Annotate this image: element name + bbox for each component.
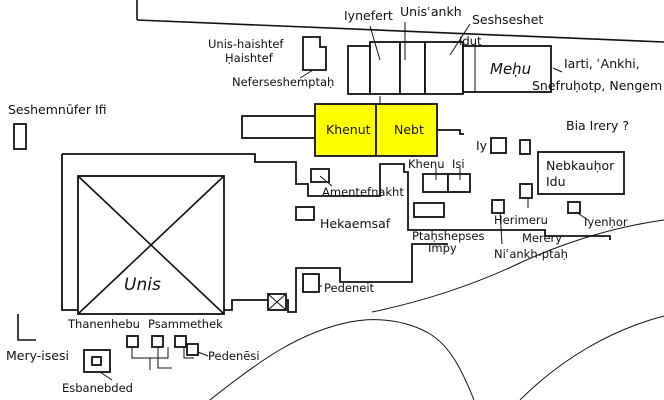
label-nisankhptah: Niʿankh-ptaḥ xyxy=(494,247,568,261)
tomb-iy-b xyxy=(519,139,531,155)
label-pedeneit: Pedeneit xyxy=(324,281,375,295)
label-bia-irery: Bia Irery ? xyxy=(566,118,629,133)
terrain-line-south xyxy=(209,319,475,400)
label-seshemnufer: Seshemnūfer Ifi xyxy=(8,102,107,117)
leader-pedenesi xyxy=(197,351,209,357)
terrain-line-east xyxy=(371,219,664,313)
tomb-esbanebded-inner xyxy=(91,356,102,366)
label-herimeru: Herimeru xyxy=(494,213,548,227)
causeway-khenut xyxy=(241,115,317,139)
tomb-amentefnakht xyxy=(310,168,330,183)
label-iyenhor: Iyenḥor xyxy=(584,215,628,229)
label-amentefnakht: Amentefnakht xyxy=(322,185,404,199)
tomb-nebt xyxy=(375,103,438,157)
label-psammethek: Psammethek xyxy=(148,317,223,331)
terrain-line-southeast xyxy=(519,315,664,400)
leader-iyenhor xyxy=(575,211,589,221)
leader-esbanebded xyxy=(99,371,113,381)
tomb-mehu xyxy=(462,45,552,93)
label-idut: Idut xyxy=(459,34,482,48)
tomb-hekaemsaf xyxy=(295,206,315,221)
top-causeway-line-long xyxy=(136,19,664,43)
label-mery-isesi: Mery-isesi xyxy=(6,348,69,363)
label-ptahshepses: Ptaḥshepses xyxy=(412,229,485,243)
causeway-east-top xyxy=(437,129,464,135)
tomb-isi xyxy=(447,173,471,193)
label-iynefert: Iynefert xyxy=(344,8,393,23)
pyramid-enclosure-wall xyxy=(62,153,611,240)
label-haishtef: Ḥaishtef xyxy=(225,51,274,65)
label-merery: Merery xyxy=(522,231,562,245)
label-mehu: Meḥu xyxy=(490,60,531,78)
label-unis-haishtef: Unis-haishtef xyxy=(208,37,284,51)
label-iy: Iy xyxy=(476,138,488,153)
enclosure-west-south xyxy=(61,154,448,313)
leader-mehu-family xyxy=(552,67,563,73)
tomb-seshemnufer xyxy=(13,123,27,150)
label-idu: Idu xyxy=(546,174,566,189)
tomb-khenut xyxy=(314,103,377,157)
label-khenut: Khenut xyxy=(326,122,371,137)
pyramid-unis xyxy=(77,175,225,315)
tomb-iyenhor xyxy=(567,201,581,214)
label-hekaemsaf: Hekaemsaf xyxy=(320,216,391,231)
label-unis: Unis xyxy=(124,275,161,295)
tomb-iynefert xyxy=(347,45,371,95)
tomb-ptahshepses xyxy=(413,202,445,218)
label-unisankh: Unisʿankh xyxy=(400,4,462,19)
tomb-herimeru xyxy=(491,199,505,214)
leader-amentefnakht xyxy=(319,175,333,187)
label-nebt: Nebt xyxy=(394,122,424,137)
label-isi: Isi xyxy=(452,157,465,171)
label-khenu: Khenu xyxy=(408,157,444,171)
leader-seshseshet xyxy=(449,23,471,56)
label-esbanebded: Esbanebded xyxy=(62,381,133,395)
leader-nisankhptah xyxy=(499,211,503,245)
tomb-pedeneit xyxy=(302,273,320,293)
shaft-tombs-south xyxy=(126,335,199,370)
tomb-nebkauhor-inner xyxy=(519,183,533,199)
label-mehu-family: Iarti, ʿAnkhi, xyxy=(564,56,640,71)
mastaba-row-north xyxy=(347,41,552,95)
tomb-nebkauhor xyxy=(537,151,625,195)
marker-mery-isesi xyxy=(17,314,36,341)
tomb-small-x xyxy=(267,293,287,311)
tomb-unis-haishtef xyxy=(302,36,327,71)
label-mehu-family-2: Snefruḥotp, Nengem xyxy=(532,78,662,93)
label-impy: Impy xyxy=(428,241,457,255)
leader-neferseshemptah xyxy=(299,69,314,79)
leader-iynefert xyxy=(369,25,381,61)
label-seshseshet: Seshseshet xyxy=(472,12,543,27)
tomb-iy xyxy=(490,137,507,154)
label-neferseshemptah: Neferseshemptaḥ xyxy=(232,75,334,89)
label-thanenhebu: Thanenhebu xyxy=(67,317,140,331)
label-nebkauhor: Nebkauḥor xyxy=(546,158,615,173)
tomb-unisankh xyxy=(369,41,401,95)
tomb-seshseshet xyxy=(424,41,464,95)
label-pedenesi: Pedenēsi xyxy=(208,349,260,363)
tomb-unisankh-b xyxy=(399,41,426,95)
